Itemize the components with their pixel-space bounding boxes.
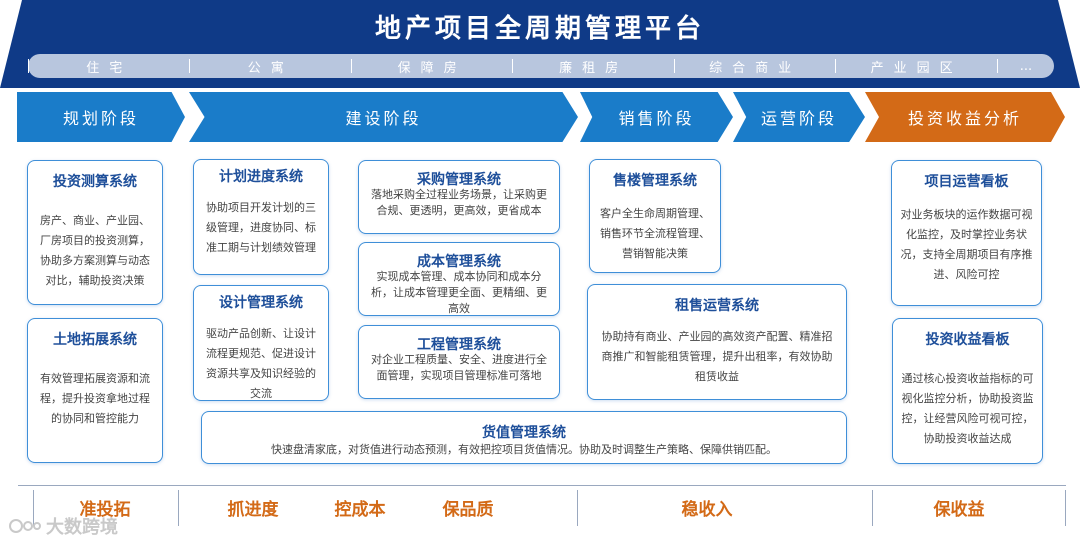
type-separator [835,59,837,73]
system-desc: 房产、商业、产业园、厂房项目的投资测算，协助多方案测算与动态对比，辅助投资决策 [40,214,150,287]
system-desc: 落地采购全过程业务场景，让采购更合规、更透明，更高效，更省成本 [371,188,547,217]
system-title: 计划进度系统 [219,169,303,185]
goal-quality: 保品质 [442,500,494,520]
goal-separator [872,490,873,526]
header-banner: 地产项目全周期管理平台 住宅 公寓 保障房 廉租房 综合商业 产业园区 ... [0,0,1080,88]
system-title: 土地拓展系统 [53,332,137,348]
system-title: 采购管理系统 [417,172,501,188]
value-mgmt-system[interactable]: 货值管理系统 快速盘清家底，对货值进行动态预测，有效把控项目货值情况。协助及时调… [201,411,847,464]
goal-separator [577,490,578,526]
type-low-rent-housing[interactable]: 廉租房 [559,60,629,76]
type-separator [996,59,998,73]
type-residential[interactable]: 住宅 [86,60,133,76]
system-desc: 协助项目开发计划的三级管理，进度协同、标准工期与计划绩效管理 [206,201,316,254]
goal-progress: 抓进度 [227,500,279,520]
stage-sales[interactable]: 销售阶段 [580,92,733,142]
property-type-bar: 住宅 公寓 保障房 廉租房 综合商业 产业园区 ... [28,54,1054,78]
system-desc: 客户全生命周期管理、销售环节全流程管理、营销智能决策 [600,207,710,260]
system-desc: 协助持有商业、产业园的高效资产配置、精准招商推广和智能租赁管理，提升出租率，有效… [601,330,833,383]
system-title: 货值管理系统 [482,425,566,441]
system-desc: 对企业工程质量、安全、进度进行全面管理，实现项目管理标准可落地 [371,353,547,382]
system-desc: 驱动产品创新、让设计流程更规范、促进设计资源共享及知识经验的交流 [206,327,316,400]
goals-divider-line [18,485,1066,486]
watermark-logo-icon [9,519,41,533]
system-title: 租售运营系统 [675,298,759,314]
leasing-ops-system[interactable]: 租售运营系统 协助持有商业、产业园的高效资产配置、精准招商推广和智能租赁管理，提… [587,284,847,400]
system-title: 投资收益看板 [925,332,1010,348]
system-title: 投资测算系统 [53,174,137,190]
investment-income-board[interactable]: 投资收益看板 通过核心投资收益指标的可视化监控分析，协助投资监控，让经营风险可视… [892,318,1043,464]
engineering-system[interactable]: 工程管理系统 对企业工程质量、安全、进度进行全面管理，实现项目管理标准可落地 [358,325,560,399]
type-apartment[interactable]: 公寓 [247,60,294,76]
goal-investment: 准投拓 [79,500,131,520]
cost-mgmt-system[interactable]: 成本管理系统 实现成本管理、成本协同和成本分析，让成本管理更全面、更精细、更高效 [358,242,560,316]
project-ops-board[interactable]: 项目运营看板 对业务板块的运作数据可视化监控，及时掌控业务状况，支持全周期项目有… [891,160,1042,306]
system-desc: 实现成本管理、成本协同和成本分析，让成本管理更全面、更精细、更高效 [371,270,547,315]
stage-planning[interactable]: 规划阶段 [17,92,185,142]
land-expansion-system[interactable]: 土地拓展系统 有效管理拓展资源和流程，提升投资拿地过程的协同和管控能力 [27,318,163,463]
goal-income: 稳收入 [681,500,733,520]
watermark-text: 大数跨境 [46,517,118,538]
sales-system[interactable]: 售楼管理系统 客户全生命周期管理、销售环节全流程管理、营销智能决策 [589,159,721,273]
watermark: 大数跨境 [8,513,118,539]
system-desc: 对业务板块的运作数据可视化监控，及时掌控业务状况，支持全周期项目有序推进、风险可… [900,208,1033,281]
plan-progress-system[interactable]: 计划进度系统 协助项目开发计划的三级管理，进度协同、标准工期与计划绩效管理 [193,159,329,275]
type-separator [189,59,191,73]
page-title: 地产项目全周期管理平台 [374,14,705,44]
goal-cost: 控成本 [334,500,386,520]
goal-return: 保收益 [933,500,985,520]
stage-construction[interactable]: 建设阶段 [189,92,578,142]
type-commercial[interactable]: 综合商业 [709,60,802,76]
system-desc: 通过核心投资收益指标的可视化监控分析，协助投资监控，让经营风险可视可控，协助投资… [901,372,1034,445]
procurement-system[interactable]: 采购管理系统 落地采购全过程业务场景，让采购更合规、更透明，更高效，更省成本 [358,160,560,234]
goal-separator [178,490,179,526]
type-affordable-housing[interactable]: 保障房 [397,60,467,76]
system-desc: 快速盘清家底，对货值进行动态预测，有效把控项目货值情况。协助及时调整生产策略、保… [271,443,777,456]
system-desc: 有效管理拓展资源和流程，提升投资拿地过程的协同和管控能力 [40,372,150,425]
system-title: 售楼管理系统 [613,173,697,189]
type-separator [28,59,29,73]
type-separator [512,59,514,73]
stage-operation[interactable]: 运营阶段 [733,92,865,142]
goal-separator [1065,490,1066,526]
stage-investment-analysis[interactable]: 投资收益分析 [865,92,1065,142]
system-title: 成本管理系统 [417,254,501,270]
type-separator [350,59,352,73]
type-industrial-park[interactable]: 产业园区 [870,60,963,76]
goal-separator [33,490,34,526]
design-mgmt-system[interactable]: 设计管理系统 驱动产品创新、让设计流程更规范、促进设计资源共享及知识经验的交流 [193,285,329,401]
system-title: 工程管理系统 [417,337,501,353]
type-separator [673,59,675,73]
investment-calc-system[interactable]: 投资测算系统 房产、商业、产业园、厂房项目的投资测算，协助多方案测算与动态对比，… [27,160,163,305]
type-more[interactable]: ... [1019,58,1033,74]
system-title: 设计管理系统 [219,295,303,311]
system-title: 项目运营看板 [924,174,1009,190]
